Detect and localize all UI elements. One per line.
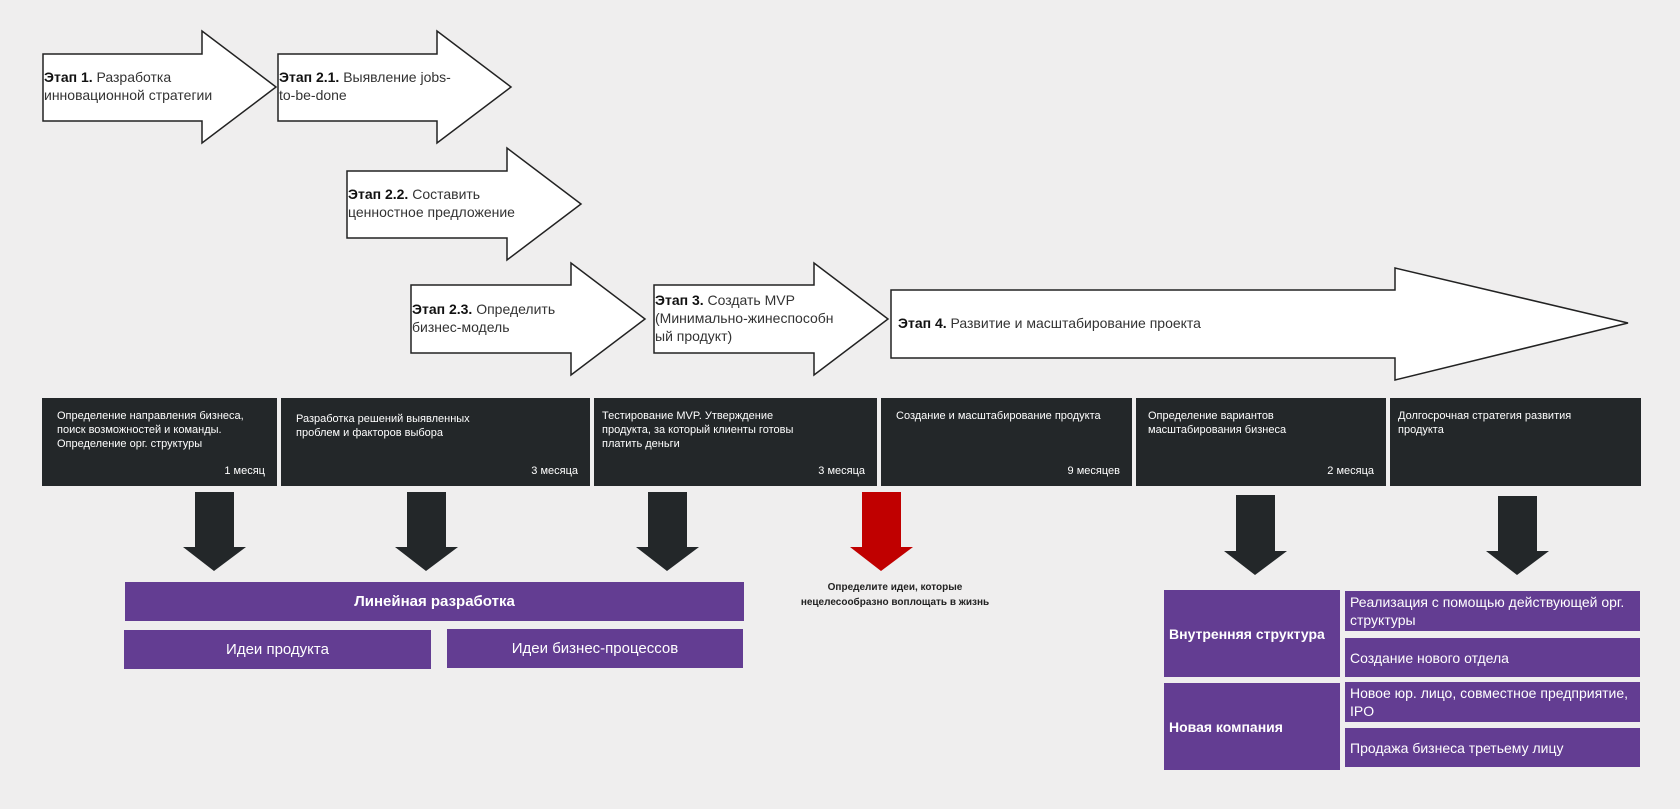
phase-duration: 2 месяца (1327, 465, 1374, 477)
down-arrow-icon (395, 492, 458, 571)
down-arrow-icon (636, 492, 699, 571)
stage-3-label: Этап 3. Создать MVP(Минимально-жинеспосо… (655, 292, 834, 344)
down-arrow-icon (1486, 496, 1549, 575)
phase-duration: 3 месяца (531, 465, 578, 477)
product-ideas-box: Идеи продукта (124, 630, 431, 669)
down-arrow-icon (183, 492, 246, 571)
down-arrow-icon (1224, 495, 1287, 575)
red-down-arrow-icon (850, 492, 913, 571)
stage-4-label: Этап 4. Развитие и масштабирование проек… (898, 315, 1201, 331)
stage-1-arrow (42, 29, 278, 145)
internal-structure-box: Внутренняя структура (1164, 590, 1340, 677)
new-company-box: Новая компания (1164, 683, 1340, 770)
phase-duration: 3 месяца (818, 465, 865, 477)
phase-box: Определение направления бизнеса,поиск во… (42, 398, 277, 486)
stage-4-arrow (890, 267, 1629, 381)
stage-3-arrow (653, 261, 890, 377)
phase-duration: 1 месяц (224, 465, 265, 477)
stage-2-1-label: Этап 2.1. Выявление jobs-to-be-done (279, 69, 451, 103)
phase-duration: 9 месяцев (1067, 465, 1120, 477)
process-ideas-box: Идеи бизнес-процессов (447, 629, 743, 668)
stage-2-1-arrow (277, 29, 513, 145)
stage-2-3-arrow (410, 261, 647, 377)
linear-development-box: Линейная разработка (125, 582, 744, 621)
internal-option-box: Реализация с помощью действующей орг. ст… (1345, 591, 1640, 631)
internal-option-box: Создание нового отдела (1345, 638, 1640, 677)
new-company-option-box: Новое юр. лицо, совместное предприятие, … (1345, 682, 1640, 722)
phase-box: Создание и масштабирование продукта 9 ме… (881, 398, 1132, 486)
new-company-option-box: Продажа бизнеса третьему лицу (1345, 728, 1640, 767)
stage-2-2-arrow (346, 146, 583, 262)
